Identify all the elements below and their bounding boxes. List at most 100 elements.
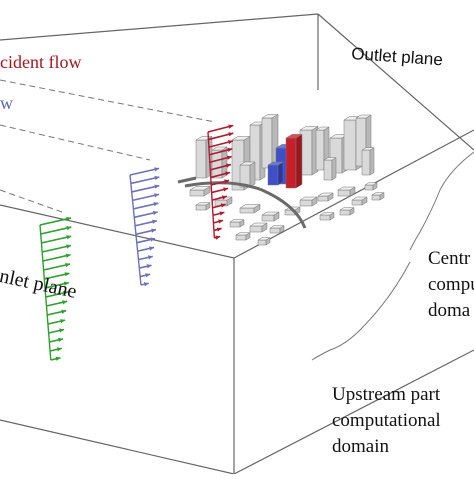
city-low-block-front [317, 195, 329, 202]
city-low-block-front [299, 199, 313, 207]
city-tower-top [261, 114, 279, 119]
blue-building-side [277, 161, 284, 186]
city-tower [211, 146, 228, 179]
city-low-block-front [339, 209, 351, 216]
city-tower-front [315, 129, 325, 171]
wind-profiles [39, 124, 234, 361]
domain-braces [311, 151, 474, 361]
city-low-block-top [239, 204, 261, 209]
city-tower-front [323, 159, 333, 181]
city-low-block [249, 222, 268, 233]
city-tower-front [361, 149, 371, 176]
inlet-velocity-profile-arrow [41, 244, 72, 253]
city-low-block [299, 196, 318, 207]
inlet-velocity-profile-arrowhead [56, 347, 62, 352]
upstream-velocity-profile-arrowhead [154, 167, 160, 172]
central-domain-label-line1: Centr [428, 248, 471, 269]
upstream-velocity-profile-arrowhead [146, 264, 152, 269]
inlet-velocity-profile [39, 216, 72, 361]
inlet-velocity-profile-arrow [41, 235, 72, 244]
city-low-block [229, 219, 245, 228]
incident-velocity-profile-arrowhead [218, 219, 224, 224]
city-tower-side [249, 161, 256, 188]
incident-velocity-profile-arrowhead [224, 179, 230, 184]
upstream-velocity-profile-arrow [129, 167, 160, 176]
city-low-block-front [371, 194, 381, 201]
city-low-block [257, 237, 271, 246]
upstream-velocity-profile-arrowhead [154, 193, 159, 198]
upstream-velocity-profile-arrowhead [154, 175, 160, 181]
city-low-block-front [319, 214, 331, 221]
city-low-block-front [261, 214, 275, 222]
incident-velocity-profile-arrowhead [219, 211, 225, 216]
inlet-velocity-profile-arrowhead [59, 328, 65, 333]
inlet-velocity-profile-arrowhead [66, 216, 72, 222]
central-domain-label-line3: doma [428, 300, 471, 321]
upstream-velocity-profile-arrowhead [151, 228, 157, 233]
central-domain-label-line2: compu [428, 274, 474, 295]
city-tower [299, 125, 319, 176]
city-low-block-top [364, 182, 378, 186]
city-tower-front [195, 139, 207, 179]
city-low-block-front [351, 199, 363, 206]
box-front-bottom-edge [233, 349, 474, 475]
city-tower-top [361, 147, 375, 151]
inlet-velocity-profile-arrowhead [63, 290, 68, 296]
incident-velocity-profile-arrowhead [215, 235, 221, 240]
upstream-velocity-profile-arrowhead [153, 202, 159, 207]
upstream-domain-label-line2: computational [332, 410, 441, 431]
city-tower-front [261, 117, 273, 169]
city-low-block-top [299, 196, 318, 201]
inlet-velocity-profile-arrowhead [61, 309, 67, 314]
city-low-block [269, 225, 285, 234]
city-road-segment [177, 176, 197, 184]
inlet-velocity-profile-arrow [39, 217, 72, 226]
inlet-velocity-profile-arrowhead [58, 337, 63, 343]
box-front-right-edge [233, 129, 474, 259]
city-low-block-front [189, 189, 205, 197]
city-low-block-top [257, 237, 271, 241]
upstream-velocity-profile-arrowhead [145, 273, 151, 278]
incident-velocity-profile-arrowhead [227, 139, 233, 145]
dashed-guide-3 [0, 189, 63, 213]
city-low-block-top [351, 196, 368, 201]
city-tower-top [239, 161, 256, 166]
upstream-velocity-profile-arrowhead [154, 184, 160, 189]
city-tower-top [323, 157, 337, 161]
box-left-bottom-edge [0, 419, 235, 475]
incident-velocity-profile [207, 124, 234, 240]
city-low-block-top [371, 192, 385, 196]
city-low-block [261, 211, 280, 222]
city-low-block-front [229, 221, 241, 228]
inlet-velocity-profile-arrowhead [66, 235, 72, 240]
upstream-velocity-profile-arrowhead [149, 246, 154, 251]
inlet-velocity-profile-arrow [43, 263, 71, 271]
red-building-top [285, 134, 303, 139]
city-tower-top [355, 114, 372, 119]
city-low-block-front [195, 204, 207, 211]
incident-velocity-profile-arrowhead [216, 227, 222, 232]
red-building-front [285, 137, 297, 189]
city-low-block-top [229, 219, 245, 223]
inlet-velocity-profile-arrow [40, 226, 72, 235]
blue-flow-label-fragment: w [0, 93, 13, 113]
upstream-velocity-profile-arrow [132, 193, 160, 202]
blue-building [267, 161, 284, 186]
city-tower-top [315, 126, 330, 131]
city-low-block-top [261, 211, 280, 216]
upstream-velocity-profile-arrowhead [152, 219, 157, 224]
city-low-block [195, 202, 211, 211]
central-brace [409, 151, 474, 251]
incident-velocity-profile-arrowhead [220, 203, 226, 208]
upstream-velocity-profile-arrow [130, 176, 160, 185]
city-model [177, 113, 385, 246]
city-low-block-front [337, 189, 351, 197]
city-low-block-front [364, 184, 374, 191]
inlet-velocity-profile-arrowhead [62, 300, 68, 305]
inlet-velocity-profile-arrowhead [66, 244, 71, 249]
city-low-block [351, 196, 368, 206]
upstream-velocity-profile-arrow [131, 184, 160, 193]
city-tower-top [211, 146, 228, 151]
